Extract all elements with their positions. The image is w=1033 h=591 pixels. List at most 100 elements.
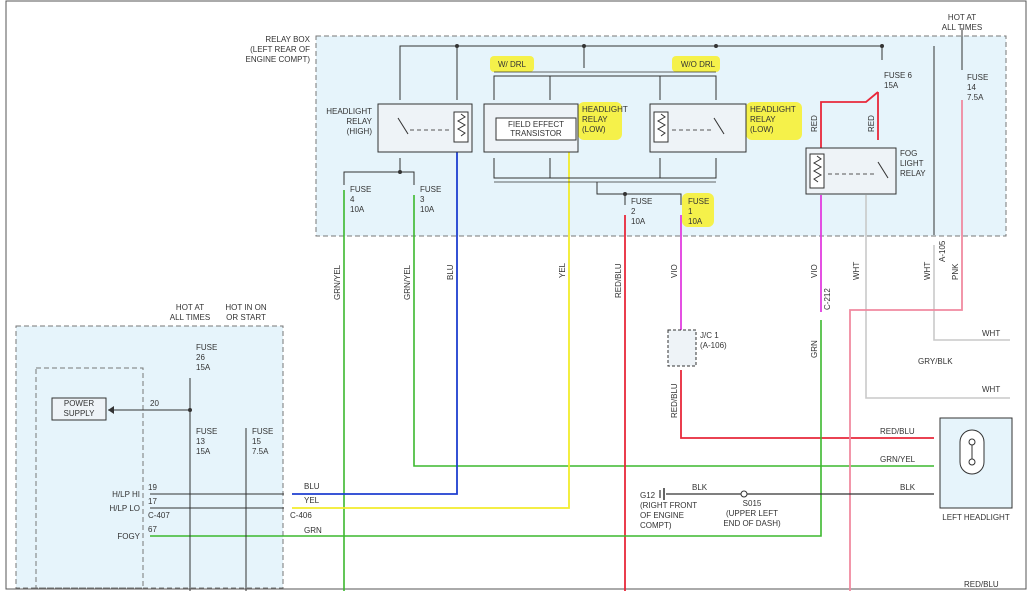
fog-relay-label-2: LIGHT: [900, 159, 924, 168]
fuse15-amp: 7.5A: [252, 447, 269, 456]
switch-high: [397, 117, 409, 135]
fuse13-name: FUSE: [196, 427, 217, 436]
label-wht-r1: WHT: [982, 329, 1000, 338]
diode-icon: [108, 406, 114, 414]
wire-grn-yel-headlight: [413, 195, 934, 467]
fuse1-name: FUSE: [688, 197, 709, 206]
junction: [880, 44, 884, 48]
fuse13-num: 13: [196, 437, 205, 446]
pin-20: 20: [150, 399, 159, 408]
fuse14-num: 14: [967, 83, 976, 92]
wire-drl-bottom: [493, 158, 717, 179]
relay-low-b-label-1: HEADLIGHT: [750, 105, 796, 114]
connector-a105: A-105: [938, 240, 947, 262]
fuse3-amp: 10A: [420, 205, 435, 214]
fuse26-name: FUSE: [196, 343, 217, 352]
highlight-wo-drl: [672, 56, 720, 72]
relay-box-label-2: (LEFT REAR OF: [250, 45, 310, 54]
label-red-blu: RED/BLU: [614, 263, 623, 298]
label-grn-h: GRN: [304, 526, 322, 535]
junction: [623, 192, 627, 196]
label-grn-yel-1: GRN/YEL: [333, 264, 342, 300]
wire-grn-fog: [150, 320, 822, 537]
hot-top-2: ALL TIMES: [942, 23, 982, 32]
pin-17: 17: [148, 497, 157, 506]
label-gry-blk: GRY/BLK: [918, 357, 953, 366]
wire-yel: [292, 140, 570, 509]
hot-top-1: HOT AT: [948, 13, 976, 22]
fuse6-amp: 15A: [884, 81, 899, 90]
left-headlight-label: LEFT HEADLIGHT: [942, 513, 1010, 522]
label-blu-h: BLU: [304, 482, 320, 491]
wire-to-fuse2: [596, 182, 626, 205]
fuse3-num: 3: [420, 195, 425, 204]
fog-relay-label-1: FOG: [900, 149, 917, 158]
jc1-label-2: (A-106): [700, 341, 727, 350]
fuse3-name: FUSE: [420, 185, 441, 194]
highlight-relay-low-a: [578, 102, 622, 140]
label-blk-1: BLK: [692, 483, 708, 492]
power-supply-label-1: POWER: [64, 399, 94, 408]
label-red-blu-2: RED/BLU: [670, 383, 679, 418]
hot-left-2: ALL TIMES: [170, 313, 210, 322]
fuse26-num: 26: [196, 353, 205, 362]
bulb-filament: [968, 438, 976, 446]
label-pnk: PNK: [951, 263, 960, 280]
fuse15-name: FUSE: [252, 427, 273, 436]
junction: [398, 170, 402, 174]
wire-wht-a105: [933, 245, 1010, 341]
fuse4-num: 4: [350, 195, 355, 204]
g12-label-2: (RIGHT FRONT: [640, 501, 697, 510]
fuse4-name: FUSE: [350, 185, 371, 194]
label-yel: YEL: [558, 262, 567, 278]
s015-label-3: END OF DASH): [723, 519, 781, 528]
relay-low-a-label-3: (LOW): [582, 125, 606, 134]
fuse6-name: FUSE 6: [884, 71, 913, 80]
fuse14-name: FUSE: [967, 73, 988, 82]
hot-left-1: HOT AT: [176, 303, 204, 312]
relay-low-b-label-2: RELAY: [750, 115, 776, 124]
label-wht-2: WHT: [923, 262, 932, 280]
relay-low-b-label-3: (LOW): [750, 125, 774, 134]
hot-run-2: OR START: [226, 313, 266, 322]
junction-connector-jc1: [667, 329, 697, 367]
wire-to-fuse1: [625, 193, 682, 205]
ecu-inner-region: [35, 367, 144, 589]
highlight-relay-low-b: [746, 102, 802, 140]
connector-c406: C-406: [290, 511, 312, 520]
label-red-2: RED: [867, 115, 876, 132]
relay-high-label-3: (HIGH): [347, 127, 373, 136]
label-blu: BLU: [446, 264, 455, 280]
w-drl-label: W/ DRL: [498, 60, 527, 69]
label-red-blu-3: RED/BLU: [880, 427, 915, 436]
connector-c212: C-212: [823, 288, 832, 310]
wire-bus-top: [399, 45, 883, 100]
pin-67: 67: [148, 525, 157, 534]
wire-blu: [292, 150, 458, 495]
splice-s015: [740, 490, 748, 498]
jc1-label-1: J/C 1: [700, 331, 719, 340]
highlight-w-drl: [490, 56, 534, 72]
pin-hlp-lo: H/LP LO: [109, 504, 140, 513]
g12-label-1: G12: [640, 491, 656, 500]
relay-box-label-1: RELAY BOX: [265, 35, 310, 44]
highlight-fuse-1: [682, 193, 714, 227]
relay-coil-fog: [809, 153, 825, 189]
s015-label-1: S015: [743, 499, 762, 508]
switch-low: [713, 117, 725, 135]
coil-zigzag-low: [656, 113, 667, 137]
hot-run-1: HOT IN ON: [225, 303, 266, 312]
bulb-filament: [968, 458, 976, 466]
fuse2-name: FUSE: [631, 197, 652, 206]
label-grn-yel-2: GRN/YEL: [403, 264, 412, 300]
relay-low-a-label-1: HEADLIGHT: [582, 105, 628, 114]
fet-label-1: FIELD EFFECT: [508, 120, 564, 129]
power-supply-label-2: SUPPLY: [64, 409, 96, 418]
coil-zigzag-fog: [812, 155, 823, 183]
pin-fogy: FOGY: [117, 532, 140, 541]
label-red-blu-bottom: RED/BLU: [964, 580, 999, 589]
fuse26-amp: 15A: [196, 363, 211, 372]
fuse2-amp: 10A: [631, 217, 646, 226]
label-grn: GRN: [810, 340, 819, 358]
page-border: [5, 0, 1027, 590]
